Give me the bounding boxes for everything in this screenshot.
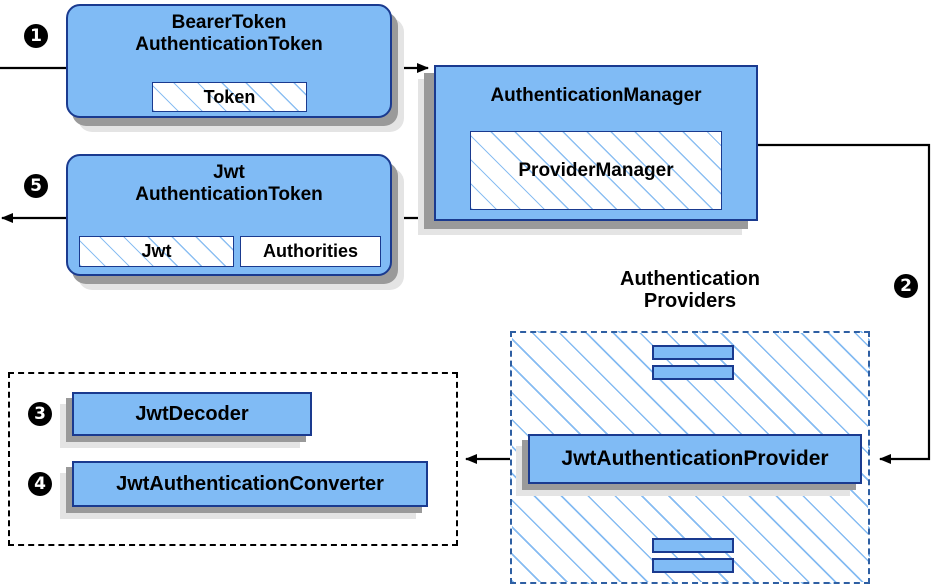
step-bullet-4-number: 4 xyxy=(34,474,46,494)
jwt-authentication-token-inner-jwt: Jwt xyxy=(79,236,234,267)
jwt-authentication-token-title-line1: Jwt xyxy=(213,162,245,183)
bearer-token-title-line2: AuthenticationToken xyxy=(135,33,323,55)
provider-stub-bar-bottom-1 xyxy=(652,538,734,553)
bearer-token-inner-token: Token xyxy=(152,82,307,112)
jwt-inner-label: Jwt xyxy=(141,241,172,261)
step-bullet-3-number: 3 xyxy=(34,404,46,424)
step-bullet-5-number: 5 xyxy=(30,176,42,196)
step-bullet-1-number: 1 xyxy=(30,26,42,46)
jwt-authentication-provider-node[interactable]: JwtAuthenticationProvider xyxy=(528,434,862,484)
step-bullet-2: 2 xyxy=(894,274,918,298)
jwt-authentication-converter-node[interactable]: JwtAuthenticationConverter xyxy=(72,461,428,507)
authentication-manager-title: AuthenticationManager xyxy=(490,85,702,106)
provider-stub-bar-top-2 xyxy=(652,365,734,380)
step-bullet-3: 3 xyxy=(28,402,52,426)
provider-stub-bar-top-1 xyxy=(652,345,734,360)
step-bullet-4: 4 xyxy=(28,472,52,496)
edge-manager-to-providers xyxy=(758,143,931,464)
provider-stub-bar-bottom-2 xyxy=(652,558,734,573)
bearer-token-inner-token-label: Token xyxy=(203,86,256,107)
jwt-authentication-provider-label: JwtAuthenticationProvider xyxy=(561,447,829,470)
authentication-providers-label-line1: Authentication xyxy=(620,268,760,290)
authentication-providers-label: Authentication Providers xyxy=(580,268,800,313)
step-bullet-1: 1 xyxy=(24,24,48,48)
step-bullet-2-number: 2 xyxy=(900,276,912,296)
step-bullet-5: 5 xyxy=(24,174,48,198)
jwt-authentication-converter-label: JwtAuthenticationConverter xyxy=(116,472,384,495)
authentication-providers-label-line2: Providers xyxy=(643,290,737,313)
authentication-manager-node[interactable]: AuthenticationManager ProviderManager xyxy=(434,65,758,221)
jwt-authentication-token-inner-authorities: Authorities xyxy=(240,236,381,267)
jwt-authentication-token-title: Jwt AuthenticationToken xyxy=(135,162,323,205)
authentication-manager-inner-provider-manager: ProviderManager xyxy=(470,131,722,210)
jwt-authentication-token-title-line2: AuthenticationToken xyxy=(135,183,323,205)
bearer-token-authentication-token-node[interactable]: BearerToken AuthenticationToken Token xyxy=(66,4,392,118)
bearer-token-title: BearerToken AuthenticationToken xyxy=(135,12,323,55)
authorities-inner-label: Authorities xyxy=(262,241,358,261)
provider-manager-label: ProviderManager xyxy=(518,159,674,181)
jwt-decoder-label: JwtDecoder xyxy=(135,402,249,425)
bearer-token-title-line1: BearerToken xyxy=(171,12,287,33)
jwt-authentication-token-node[interactable]: Jwt AuthenticationToken Jwt Authorities xyxy=(66,154,392,276)
jwt-decoder-node[interactable]: JwtDecoder xyxy=(72,392,312,436)
